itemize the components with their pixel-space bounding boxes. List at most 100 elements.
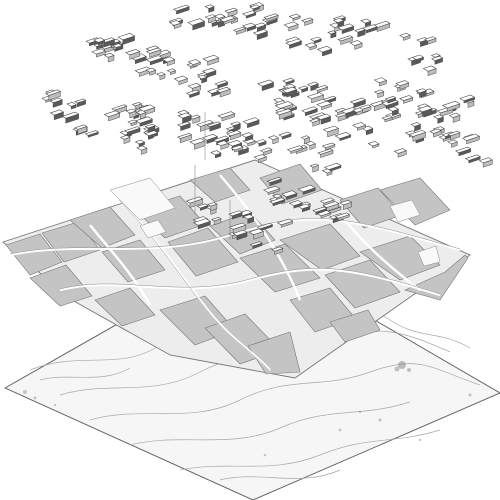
building-block (249, 4, 261, 12)
building-block (395, 80, 410, 90)
building-block (168, 20, 182, 30)
building-block (201, 67, 217, 78)
building-block (268, 135, 279, 145)
building-block (271, 246, 284, 255)
land-use-layer (2, 159, 471, 379)
building-block (173, 75, 189, 86)
building-block (119, 135, 131, 145)
terrain-texture (23, 361, 472, 457)
building-block (255, 139, 267, 147)
building-block (301, 106, 319, 117)
building-block (351, 122, 367, 131)
building-block (185, 196, 204, 208)
building-block (134, 66, 152, 77)
building-block (145, 67, 157, 76)
building-block (204, 4, 215, 13)
building-block (441, 100, 461, 112)
building-block (461, 133, 481, 145)
building-block (339, 199, 353, 210)
building-block (276, 218, 294, 228)
building-block (74, 98, 87, 108)
building-block (145, 47, 162, 58)
building-block (415, 88, 428, 98)
building-block (266, 176, 283, 187)
building-block (91, 48, 107, 58)
building-block (399, 32, 411, 41)
building-block (322, 125, 340, 138)
building-block (298, 85, 309, 93)
building-block (316, 45, 333, 57)
building-block (417, 105, 433, 117)
building-block (215, 140, 230, 150)
building-block (358, 104, 372, 114)
building-block (384, 96, 397, 104)
building-block (49, 109, 65, 121)
building-block (429, 128, 442, 138)
building-block (226, 130, 242, 141)
building-block (337, 35, 354, 45)
building-block (424, 36, 437, 45)
building-block (172, 4, 190, 15)
building-block (282, 77, 295, 86)
building-block (387, 106, 400, 117)
building-block (242, 22, 257, 32)
building-block (228, 210, 243, 220)
building-block (66, 101, 77, 110)
building-block (232, 229, 248, 241)
building-block (135, 109, 147, 120)
building-block (257, 79, 275, 92)
building-block (278, 131, 292, 140)
building-block (219, 15, 236, 25)
building-block (176, 121, 191, 131)
building-block (249, 241, 263, 249)
building-block (361, 125, 374, 136)
building-block (230, 144, 244, 153)
building-block (263, 185, 281, 195)
building-block (156, 72, 166, 81)
building-block (210, 150, 222, 159)
building-block (275, 108, 293, 120)
building-block (349, 40, 363, 50)
building-block (447, 130, 461, 141)
building-block (301, 17, 314, 26)
building-block (411, 54, 425, 63)
building-block (306, 92, 325, 104)
building-block (74, 124, 88, 135)
building-block (316, 113, 332, 125)
building-block (286, 145, 304, 155)
building-block (100, 37, 116, 48)
building-block (185, 89, 201, 99)
building-block (93, 37, 106, 46)
building-block (192, 218, 212, 230)
building-block (334, 132, 352, 142)
building-block (134, 139, 146, 147)
building-block (187, 18, 206, 31)
building-block (316, 100, 333, 111)
building-block (144, 130, 159, 139)
building-block (349, 97, 367, 109)
building-block (144, 123, 156, 133)
building-block (313, 85, 329, 94)
building-block (123, 126, 141, 137)
building-block (283, 21, 299, 32)
building-block (134, 116, 154, 127)
building-block (214, 80, 229, 89)
building-block (125, 48, 141, 60)
building-block (252, 22, 267, 32)
building-block (316, 210, 332, 219)
building-block (117, 32, 136, 45)
building-block (288, 200, 304, 209)
building-block (204, 14, 217, 24)
building-block (327, 30, 337, 39)
building-block (373, 77, 388, 87)
building-block (253, 154, 268, 164)
building-block (242, 214, 255, 224)
building-block (393, 148, 408, 158)
building-block (309, 118, 321, 127)
building-block (263, 13, 279, 22)
building-block (230, 121, 242, 131)
building-block (127, 119, 138, 127)
building-block (334, 212, 351, 221)
